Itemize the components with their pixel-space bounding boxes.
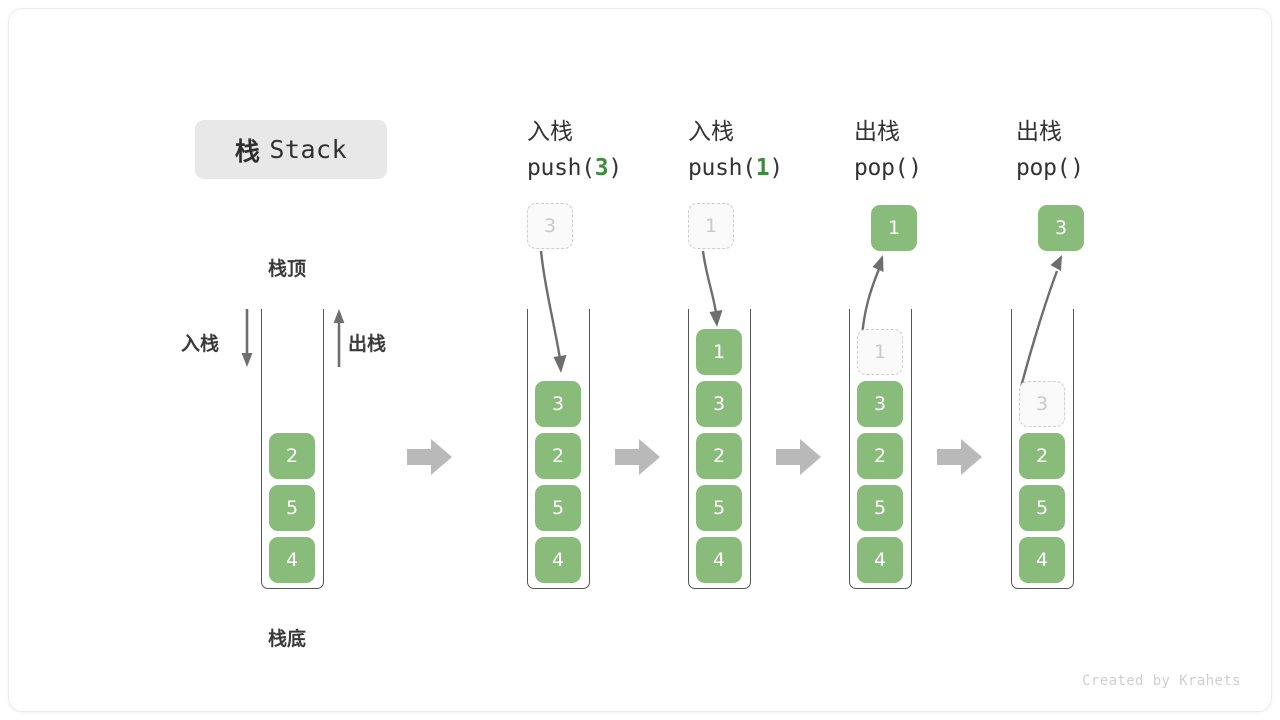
column-header-push-3: 入栈 push(3) xyxy=(527,114,697,186)
step-arrow-icon xyxy=(407,439,452,475)
stack-cell: 1 xyxy=(696,329,742,375)
stack-cell-ghost: 1 xyxy=(857,329,903,375)
column-header-pop-1: 出栈 pop() xyxy=(854,114,1024,186)
title-badge: 栈 Stack xyxy=(195,120,387,179)
stack-cell: 3 xyxy=(857,381,903,427)
stack-cell: 4 xyxy=(696,537,742,583)
pop-direction-label: 出栈 xyxy=(348,333,387,355)
column-header-pop-3: 出栈 pop() xyxy=(1016,114,1186,186)
fn-prefix: pop( xyxy=(1016,155,1071,181)
pop-direction-arrow-icon xyxy=(333,309,345,367)
fn-prefix: push( xyxy=(688,155,756,181)
credit-text: Created by Krahets xyxy=(1082,673,1241,689)
fn-suffix: ) xyxy=(608,155,622,181)
column-op-label: 出栈 xyxy=(854,119,900,145)
step-arrow-icon xyxy=(776,439,821,475)
column-fn-label: push(1) xyxy=(688,150,858,186)
stack-cell: 4 xyxy=(269,537,315,583)
stack-container-push-1 xyxy=(688,309,751,589)
stack-top-label: 栈顶 xyxy=(268,258,307,280)
fn-prefix: push( xyxy=(527,155,595,181)
stack-cell-ghost: 3 xyxy=(1019,381,1065,427)
fn-arg: 1 xyxy=(755,155,770,181)
stack-cell: 2 xyxy=(535,433,581,479)
column-fn-label: pop() xyxy=(854,150,1024,186)
fn-prefix: pop( xyxy=(854,155,909,181)
column-op-label: 入栈 xyxy=(688,119,734,145)
push-flow-arrow-icon xyxy=(701,250,723,327)
stack-cell: 2 xyxy=(857,433,903,479)
stack-container-initial xyxy=(261,309,324,589)
incoming-cell: 3 xyxy=(527,203,573,249)
column-fn-label: pop() xyxy=(1016,150,1186,186)
stack-cell: 4 xyxy=(857,537,903,583)
push-direction-label: 入栈 xyxy=(181,333,220,355)
title-badge-cjk: 栈 xyxy=(234,136,261,166)
stack-container-pop-1 xyxy=(849,309,912,589)
incoming-cell: 1 xyxy=(688,203,734,249)
column-op-label: 出栈 xyxy=(1016,119,1062,145)
column-op-label: 入栈 xyxy=(527,119,573,145)
step-arrow-icon xyxy=(937,439,982,475)
stack-cell: 5 xyxy=(535,485,581,531)
stack-cell: 2 xyxy=(696,433,742,479)
step-arrow-icon xyxy=(615,439,660,475)
title-badge-latin: Stack xyxy=(269,135,348,164)
fn-suffix: ) xyxy=(1070,155,1084,181)
stack-cell: 4 xyxy=(1019,537,1065,583)
popped-cell: 3 xyxy=(1038,205,1084,251)
popped-cell: 1 xyxy=(871,205,917,251)
fn-suffix: ) xyxy=(769,155,783,181)
pop-flow-arrow-icon xyxy=(1019,255,1062,388)
stack-bottom-label: 栈底 xyxy=(268,628,307,650)
push-direction-arrow-icon xyxy=(241,309,253,367)
push-flow-arrow-icon xyxy=(539,250,567,373)
stack-cell: 3 xyxy=(535,381,581,427)
stack-cell: 5 xyxy=(269,485,315,531)
stack-cell: 5 xyxy=(1019,485,1065,531)
stack-cell: 2 xyxy=(269,433,315,479)
stack-container-pop-3 xyxy=(1011,309,1074,589)
column-header-push-1: 入栈 push(1) xyxy=(688,114,858,186)
stack-cell: 3 xyxy=(696,381,742,427)
stack-cell: 5 xyxy=(857,485,903,531)
stack-container-push-3 xyxy=(527,309,590,589)
stack-cell: 4 xyxy=(535,537,581,583)
fn-arg: 3 xyxy=(594,155,609,181)
stack-cell: 5 xyxy=(696,485,742,531)
fn-suffix: ) xyxy=(908,155,922,181)
column-fn-label: push(3) xyxy=(527,150,697,186)
stack-cell: 2 xyxy=(1019,433,1065,479)
